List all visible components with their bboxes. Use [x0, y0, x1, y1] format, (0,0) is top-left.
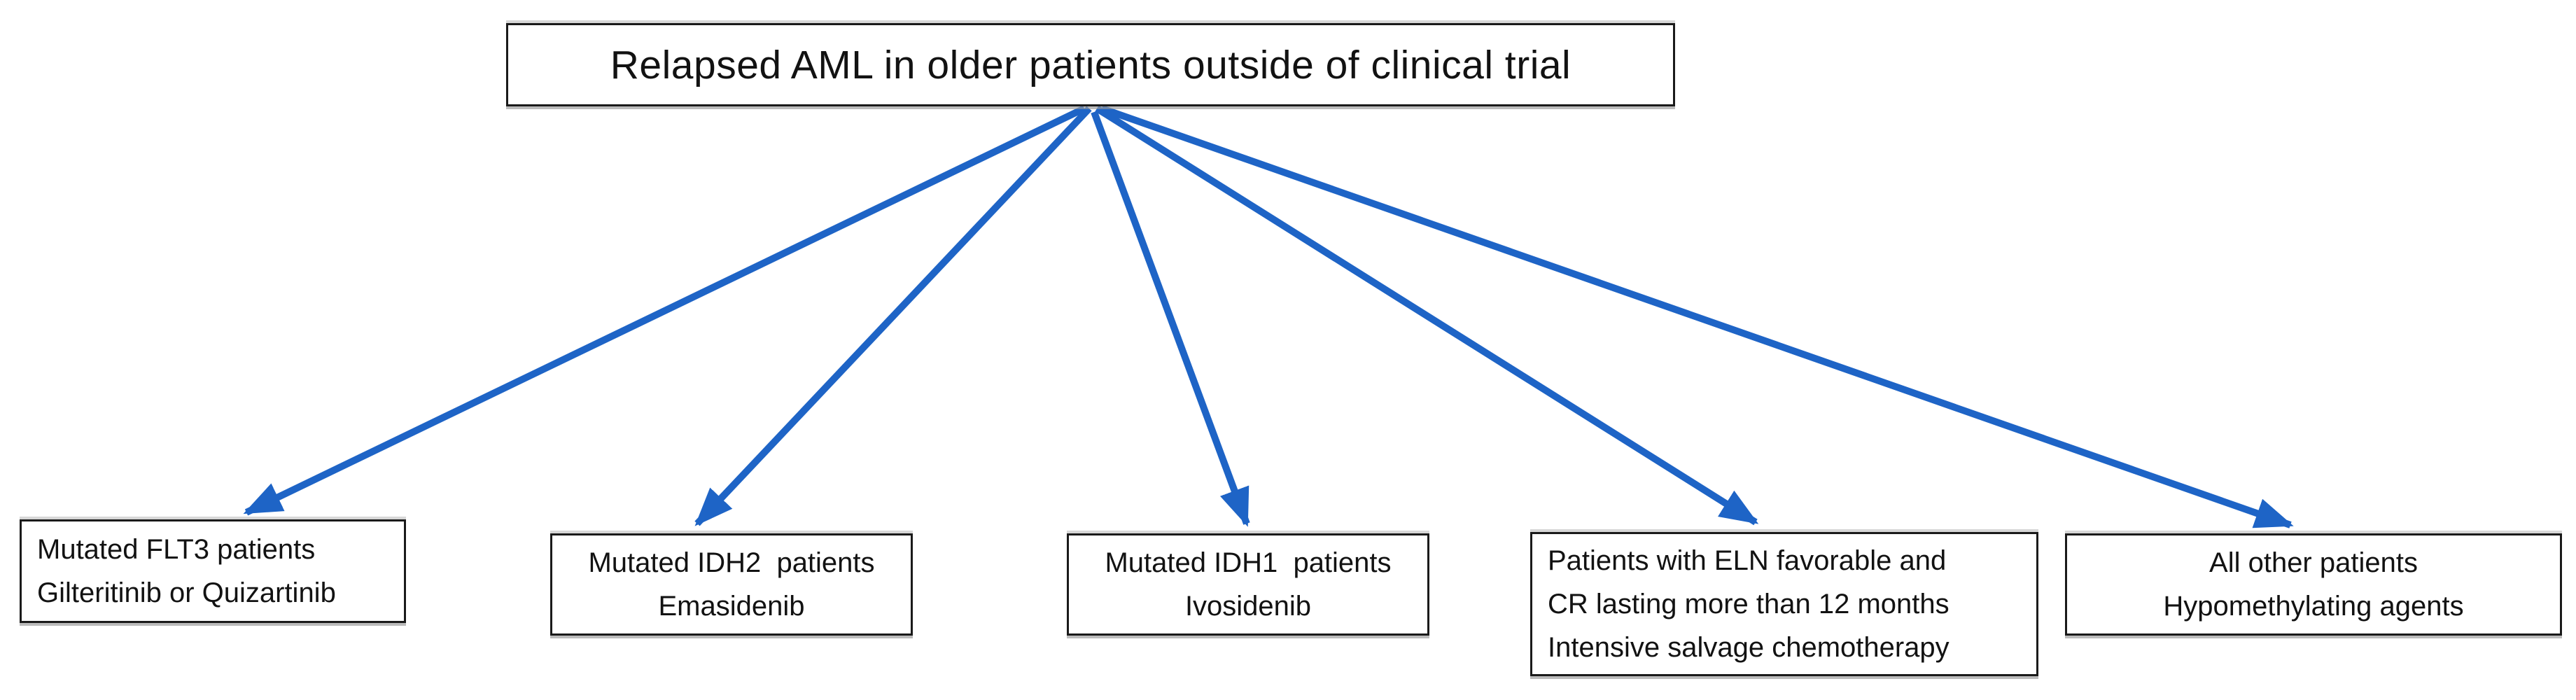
root-node-label: Relapsed AML in older patients outside o… [610, 42, 1572, 88]
node-line: Ivosidenib [1184, 591, 1312, 622]
node-line: Gilteritinib or Quizartinib [37, 578, 336, 608]
node-line: Mutated IDH2 patients [588, 547, 875, 578]
node-mutated-flt3: Mutated FLT3 patients Gilteritinib or Qu… [20, 519, 406, 623]
arrow-to-flt3-icon [243, 105, 1086, 516]
arrow-to-idh2-icon [694, 106, 1092, 526]
node-line: Mutated IDH1 patients [1105, 547, 1392, 578]
node-line: Intensive salvage chemotherapy [1548, 632, 1949, 663]
arrow-to-idh1-icon [1091, 111, 1250, 527]
root-node: Relapsed AML in older patients outside o… [506, 23, 1675, 106]
node-all-other: All other patients Hypomethylating agent… [2065, 533, 2562, 636]
node-mutated-idh2: Mutated IDH2 patients Emasidenib [550, 533, 913, 636]
arrow-to-eln-icon [1095, 105, 1759, 526]
node-eln-favorable: Patients with ELN favorable and CR lasti… [1530, 532, 2038, 676]
node-line: CR lasting more than 12 months [1548, 589, 1949, 620]
arrow-to-other-icon [1100, 105, 2294, 528]
node-line: All other patients [2209, 547, 2418, 578]
node-line: Mutated FLT3 patients [37, 534, 316, 565]
node-line: Patients with ELN favorable and [1548, 545, 1947, 576]
node-line: Emasidenib [658, 591, 805, 622]
node-mutated-idh1: Mutated IDH1 patients Ivosidenib [1067, 533, 1429, 636]
node-line: Hypomethylating agents [2163, 591, 2464, 622]
